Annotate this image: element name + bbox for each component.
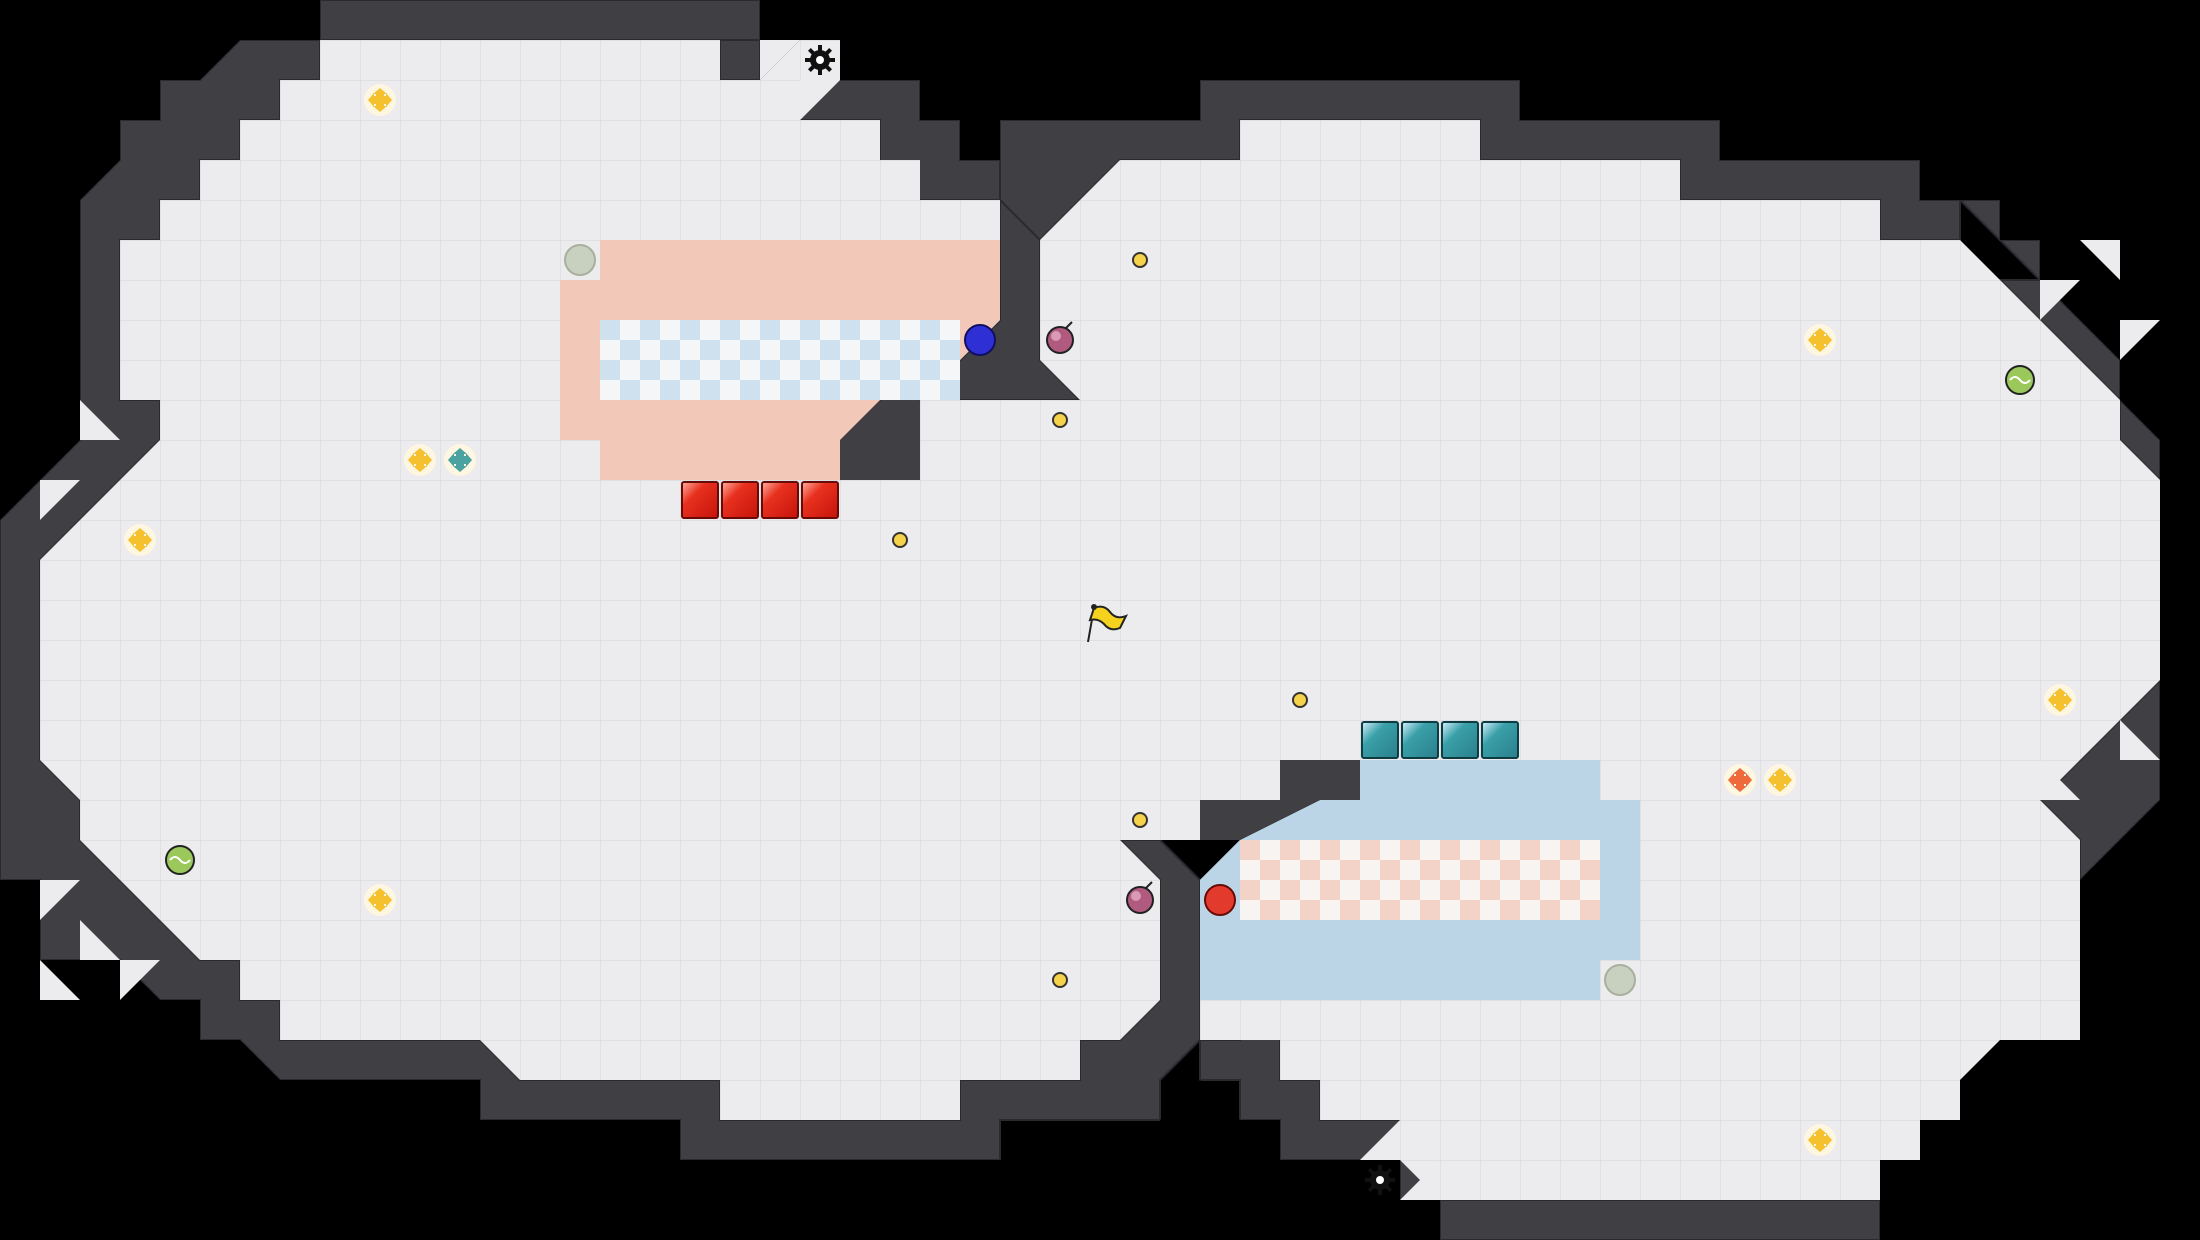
bomb-icon [1126, 881, 1154, 914]
powerup-icon [2005, 365, 2035, 395]
red-gate-row [681, 481, 839, 519]
red-gate [681, 481, 719, 519]
gear-icon [805, 45, 835, 75]
red-gate [801, 481, 839, 519]
button-layer [892, 252, 1308, 988]
four-way-arrow-icon [2044, 684, 2076, 716]
blue-gate-row [1361, 721, 1519, 759]
wall-zone-left-lip [840, 400, 920, 480]
blue-gate [1441, 721, 1479, 759]
blue-team-zone [1200, 760, 1640, 1000]
red-gate [761, 481, 799, 519]
red-team-zone [560, 240, 1000, 480]
four-way-arrow-icon [364, 84, 396, 116]
four-way-arrow-icon [1724, 764, 1756, 796]
red-ball [1204, 884, 1236, 916]
four-way-arrow-icon [364, 884, 396, 916]
button-icon [1292, 692, 1308, 708]
four-way-arrow-icon [444, 444, 476, 476]
blue-gate [1481, 721, 1519, 759]
edge-notch-deco [40, 40, 2160, 1200]
wall-zone-right-lip [1200, 760, 1360, 840]
four-way-arrow-icon [1804, 1124, 1836, 1156]
portal-icon [564, 244, 596, 276]
four-way-arrow-icon [404, 444, 436, 476]
four-way-arrow-icon [1804, 324, 1836, 356]
flag-icon [1087, 604, 1129, 643]
button-icon [1132, 812, 1148, 828]
powerup-icon [165, 845, 195, 875]
four-way-arrow-icon [1764, 764, 1796, 796]
blue-gate [1401, 721, 1439, 759]
portal-icon [1604, 964, 1636, 996]
button-icon [892, 532, 908, 548]
boost-layer [124, 84, 2076, 1156]
gear-icon [1365, 1165, 1395, 1195]
blue-ball [964, 324, 996, 356]
four-way-arrow-icon [124, 524, 156, 556]
blue-gate [1361, 721, 1399, 759]
button-icon [1052, 412, 1068, 428]
button-icon [1132, 252, 1148, 268]
red-gate [721, 481, 759, 519]
bomb-icon [1046, 321, 1074, 354]
button-icon [1052, 972, 1068, 988]
